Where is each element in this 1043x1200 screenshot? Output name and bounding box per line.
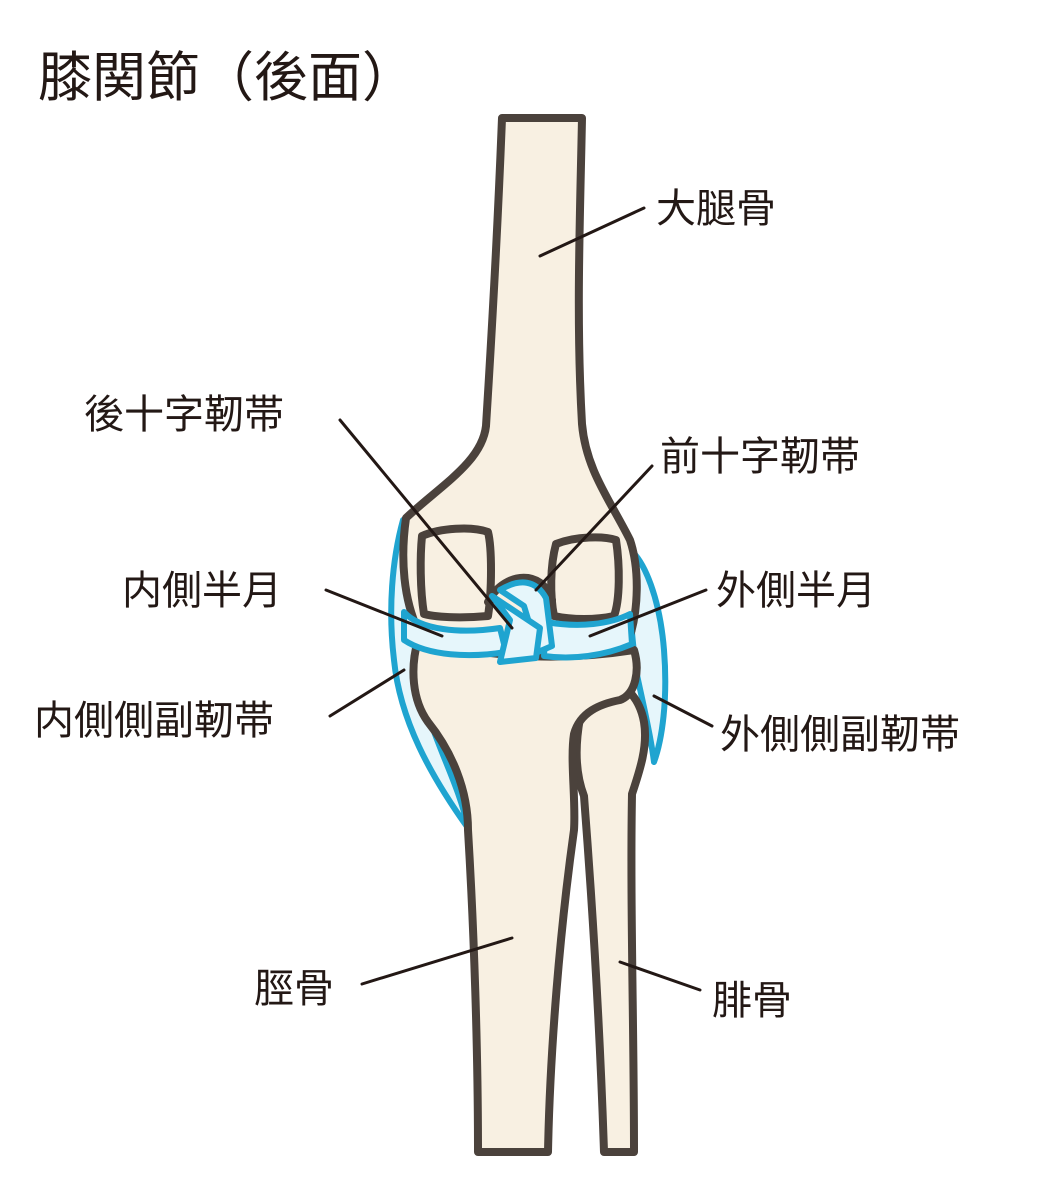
fibula <box>572 678 650 1156</box>
tibia-leader <box>360 936 514 986</box>
tibia-label: 脛骨 <box>254 966 334 1012</box>
femur-label: 大腿骨 <box>656 186 776 232</box>
lateral-collateral-leader <box>652 694 714 728</box>
posterior-cruciate-leader <box>338 418 514 630</box>
anterior-cruciate-label: 前十字靭帯 <box>660 434 860 480</box>
tibia <box>409 636 641 1156</box>
anterior-cruciate-leader <box>534 464 654 592</box>
posterior-cruciate-label: 後十字靭帯 <box>84 392 284 438</box>
lateral-collateral-label: 外側側副靭帯 <box>720 712 960 758</box>
medial-femoral-condyle <box>416 524 495 622</box>
medial-meniscus-leader <box>324 588 444 638</box>
lateral-meniscus <box>541 611 635 661</box>
posterior-cruciate-ligament <box>489 593 543 665</box>
fibula-label: 腓骨 <box>712 978 792 1024</box>
diagram-title: 膝関節（後面） <box>38 46 416 109</box>
femur-leader <box>538 206 646 258</box>
lateral-femoral-condyle <box>547 533 623 623</box>
lateral-meniscus-label: 外側半月 <box>716 568 876 614</box>
lateral-meniscus-leader <box>588 588 708 638</box>
fibula-leader <box>618 960 702 992</box>
medial-collateral-label: 内側側副靭帯 <box>34 698 274 744</box>
medial-meniscus-label: 内側半月 <box>122 568 282 614</box>
medial-collateral-leader <box>328 668 406 718</box>
